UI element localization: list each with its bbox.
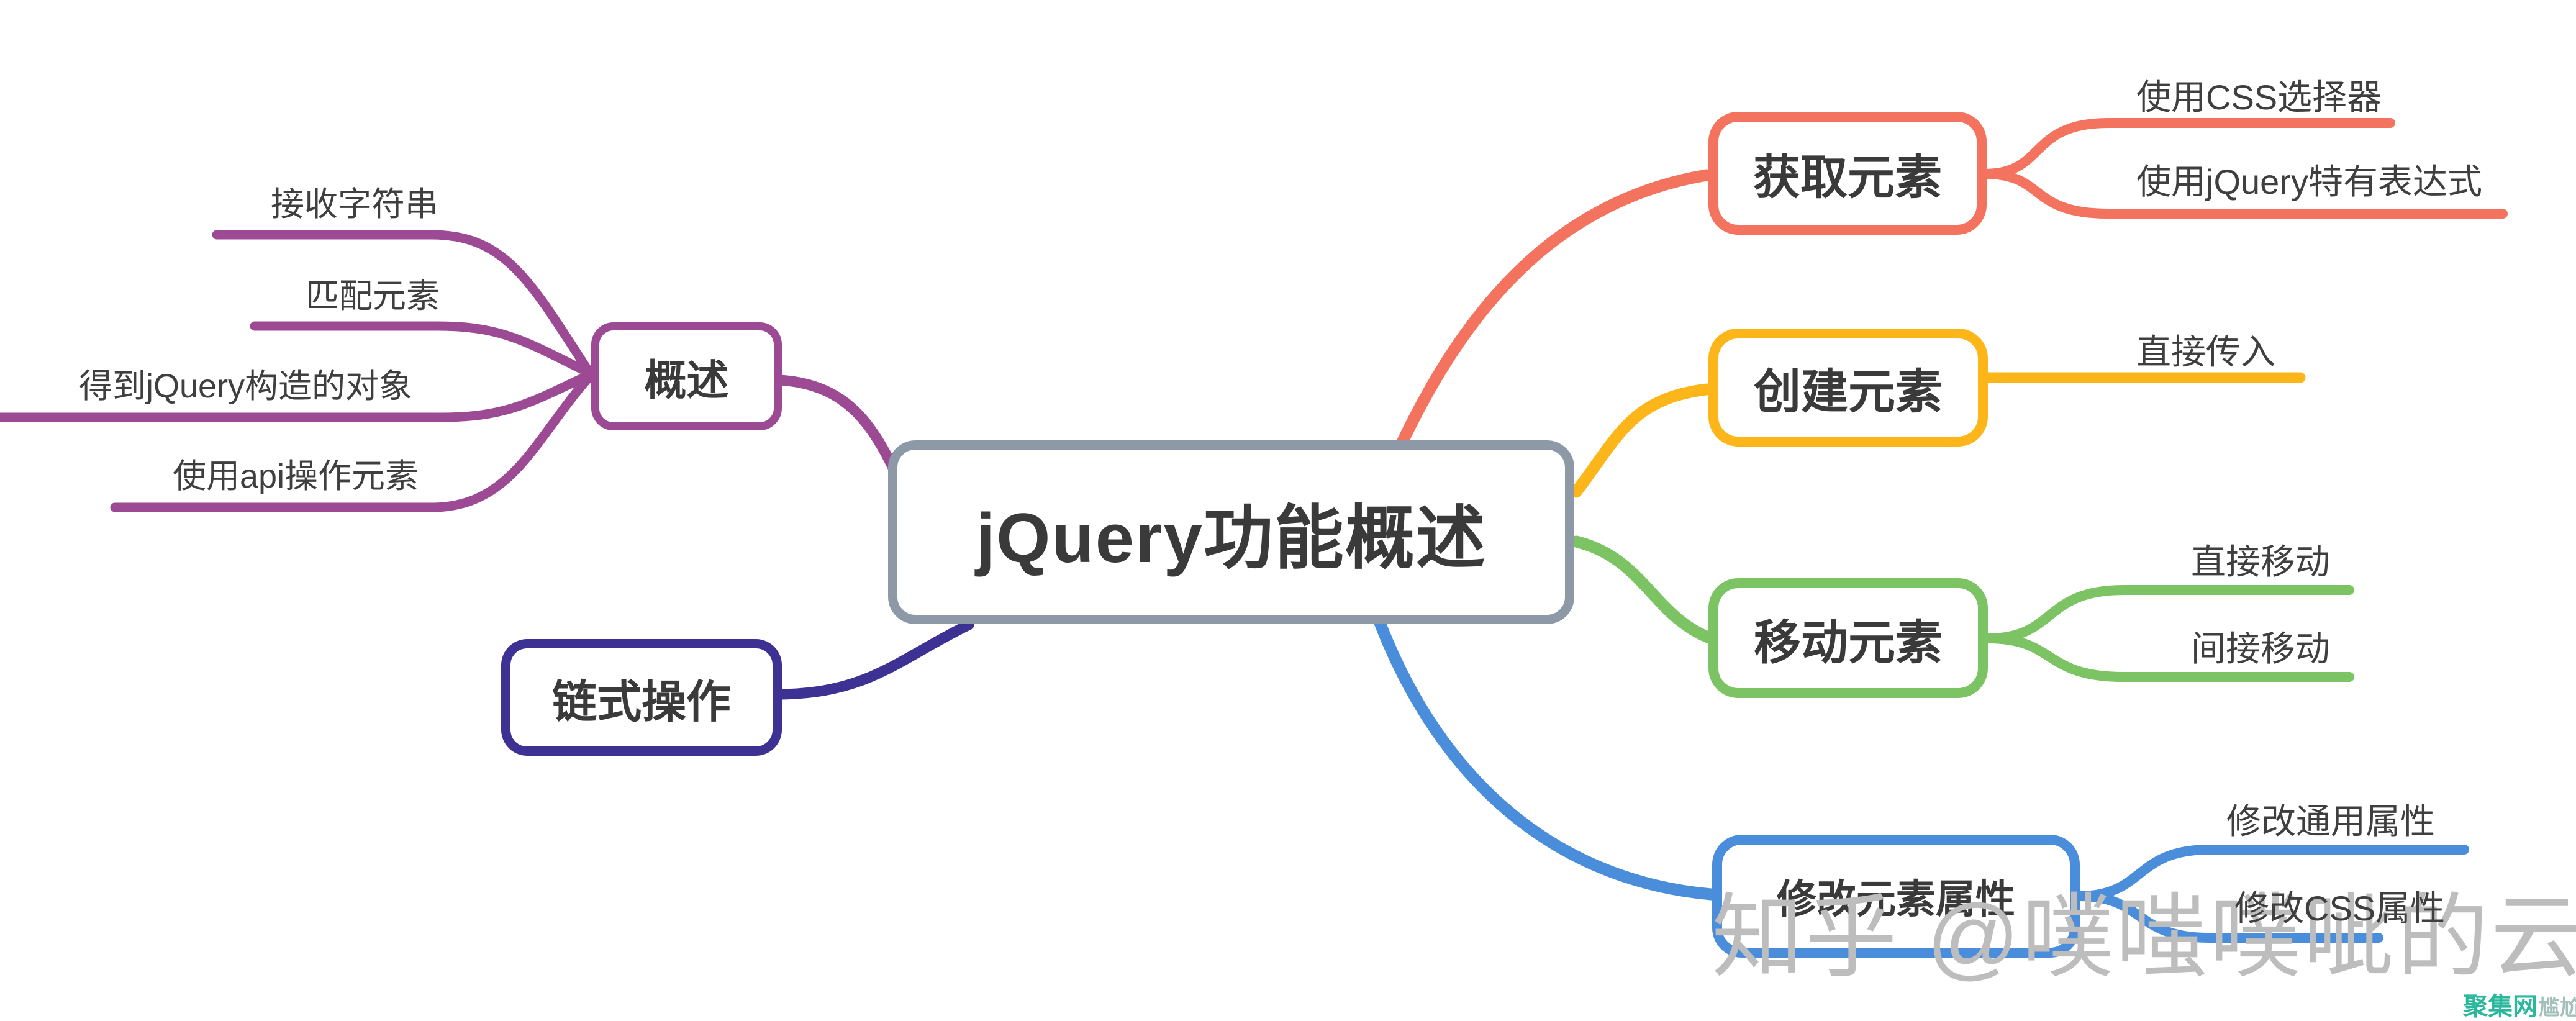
site-logo: 聚集网 尴尬风流 bbox=[2463, 986, 2576, 1021]
branch-curve-overview bbox=[774, 374, 911, 499]
node-create-elements: 创建元素 bbox=[1708, 329, 1988, 447]
leaf-receive-string: 接收字符串 bbox=[271, 186, 438, 223]
leaf-direct-pass: 直接传入 bbox=[2136, 332, 2275, 371]
node-get-elements: 获取元素 bbox=[1708, 112, 1987, 235]
zhihu-watermark: 知乎 @噗嗤噗呲的云ai bbox=[1712, 886, 2576, 989]
branch-curve-modify bbox=[1374, 617, 1717, 901]
site-logo-tagline: 尴尬风流 bbox=[2539, 996, 2576, 1020]
node-get-elements-label: 获取元素 bbox=[1753, 152, 1942, 204]
leaf-jquery-object: 得到jQuery构造的对象 bbox=[79, 368, 413, 405]
leaf-underline-api-operate bbox=[110, 373, 594, 512]
leaf-underline-indirect-move bbox=[1983, 633, 2354, 682]
leaf-css-attr: 修改CSS属性 bbox=[2234, 889, 2446, 928]
branch-curve-create bbox=[1570, 383, 1713, 498]
leaf-jquery-expression: 使用jQuery特有表达式 bbox=[2136, 162, 2482, 201]
node-chain-operation-label: 链式操作 bbox=[551, 677, 731, 727]
leaf-match-elements: 匹配元素 bbox=[306, 278, 440, 315]
node-modify-attributes-label: 修改元素属性 bbox=[1777, 877, 2015, 922]
leaf-underline-match-elements bbox=[250, 321, 594, 378]
leaf-underline-jquery-expression bbox=[1980, 169, 2508, 219]
root-node: jQuery功能概述 bbox=[888, 440, 1574, 624]
leaf-underline-css-attr bbox=[2074, 891, 2383, 943]
branch-curve-get bbox=[1396, 169, 1713, 448]
node-move-elements-label: 移动元素 bbox=[1754, 616, 1943, 669]
leaf-direct-move: 直接移动 bbox=[2191, 542, 2330, 581]
node-create-elements-label: 创建元素 bbox=[1754, 366, 1943, 419]
node-overview-label: 概述 bbox=[644, 356, 729, 404]
leaf-underline-jquery-object bbox=[0, 370, 594, 422]
node-overview: 概述 bbox=[591, 322, 782, 430]
leaf-underline-receive-string bbox=[212, 230, 594, 376]
branch-curve-move bbox=[1570, 535, 1714, 643]
root-node-label: jQuery功能概述 bbox=[976, 499, 1487, 577]
node-modify-attributes: 修改元素属性 bbox=[1712, 835, 2080, 958]
leaf-api-operate: 使用api操作元素 bbox=[173, 458, 419, 495]
leaf-css-selector: 使用CSS选择器 bbox=[2136, 78, 2382, 117]
leaf-common-attr: 修改通用属性 bbox=[2226, 802, 2435, 841]
branch-curve-chain bbox=[774, 619, 974, 700]
node-move-elements: 移动元素 bbox=[1708, 578, 1988, 698]
site-logo-brand: 聚集网 bbox=[2463, 993, 2537, 1020]
node-chain-operation: 链式操作 bbox=[501, 639, 782, 756]
leaf-indirect-move: 间接移动 bbox=[2191, 629, 2330, 668]
